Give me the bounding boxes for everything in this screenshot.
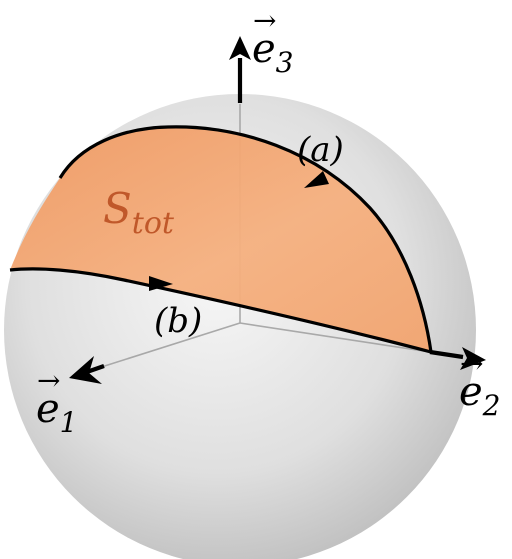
label-e1-vector-mark: →: [37, 364, 60, 397]
label-e1-sub: 1: [60, 406, 78, 439]
arrowhead-e3: [229, 36, 251, 60]
label-e3-sub: 3: [276, 46, 294, 79]
axis-e2-arrow: [429, 349, 464, 360]
label-e2-sub: 2: [482, 389, 501, 422]
label-e2: e2: [459, 369, 501, 422]
label-s-tot-subscript: tot: [132, 206, 175, 241]
label-e3: e3: [252, 26, 294, 79]
curve-a: [58, 125, 433, 353]
label-path-a: (a): [297, 130, 344, 170]
arrowhead-a: [304, 171, 329, 188]
arrowhead-b: [149, 276, 173, 291]
label-e1-base: e: [36, 386, 60, 432]
label-e3-vector-mark: →: [253, 4, 276, 37]
label-s-tot: Stot: [103, 184, 175, 241]
arrowhead-e1: [69, 356, 102, 384]
label-path-b: (b): [154, 301, 202, 341]
curve-b: [9, 267, 432, 354]
arrowhead-e2: [460, 347, 486, 370]
label-s-tot-symbol: S: [103, 184, 132, 233]
label-e2-base: e: [459, 369, 483, 415]
label-e1: e1: [36, 386, 78, 439]
label-e3-base: e: [252, 26, 276, 72]
label-e2-vector-mark: →: [460, 347, 483, 380]
